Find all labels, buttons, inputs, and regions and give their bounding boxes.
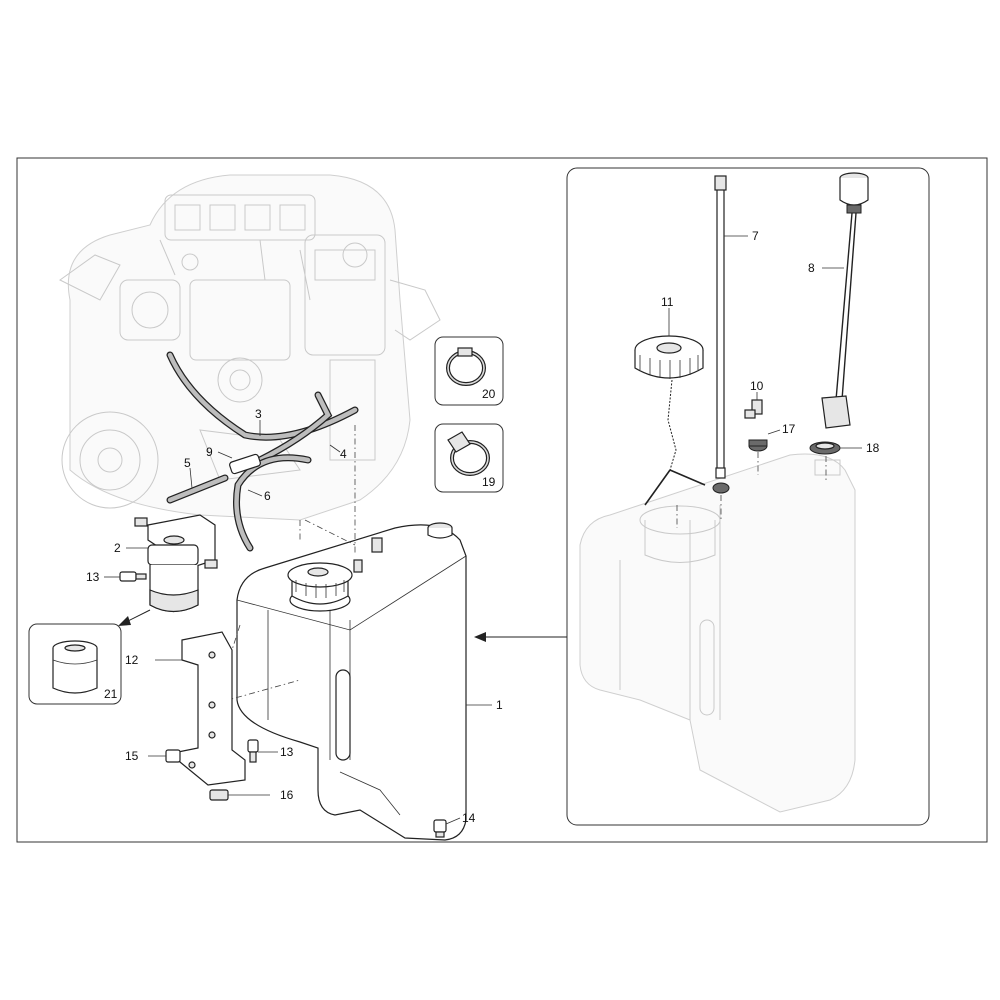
bolt-13-lower xyxy=(247,739,259,763)
callout-7: 7 xyxy=(752,229,759,243)
inset-box-20 xyxy=(434,336,504,406)
engine-ghost-icon xyxy=(59,174,441,521)
fuel-cap-11 xyxy=(634,335,706,506)
bolt-13-upper xyxy=(119,571,147,582)
grommet-small xyxy=(712,482,730,494)
elbow-fitting-10 xyxy=(744,399,763,419)
detail-tank-ghost xyxy=(579,453,856,813)
callout-17: 17 xyxy=(782,422,796,436)
callout-11: 11 xyxy=(661,295,674,309)
filter-element-icon xyxy=(52,640,98,694)
callout-16: 16 xyxy=(280,788,294,802)
detail-panel-frame xyxy=(566,167,930,826)
callout-8: 8 xyxy=(808,261,815,275)
fuel-hose-6 xyxy=(233,454,312,552)
inset-box-21 xyxy=(28,623,122,705)
callout-13a: 13 xyxy=(86,570,100,584)
inset-box-19 xyxy=(434,423,504,493)
callout-21: 21 xyxy=(104,687,118,701)
bolt-15 xyxy=(165,749,181,763)
callout-9: 9 xyxy=(206,445,213,459)
callout-10: 10 xyxy=(750,379,764,393)
callout-3: 3 xyxy=(255,407,262,421)
hose-clamp-icon xyxy=(446,347,486,386)
worm-clamp-icon xyxy=(447,431,490,476)
drain-bolt-14 xyxy=(433,819,447,838)
detail-arrow-icon xyxy=(474,632,567,642)
callout-5: 5 xyxy=(184,456,191,470)
outer-frame xyxy=(16,157,988,843)
fuel-level-sender xyxy=(821,172,869,429)
callout-12: 12 xyxy=(125,653,139,667)
seal-ring-18 xyxy=(809,441,841,455)
callout-19: 19 xyxy=(482,475,496,489)
grommet-17 xyxy=(748,439,768,452)
inline-valve-9 xyxy=(229,453,261,475)
fuel-hose-5 xyxy=(166,474,229,504)
fuel-hose-4 xyxy=(256,391,333,464)
callout-15: 15 xyxy=(125,749,139,763)
callout-1: 1 xyxy=(496,698,503,712)
dipstick-tube xyxy=(714,175,727,479)
callout-13b: 13 xyxy=(280,745,294,759)
fuel-tank-icon xyxy=(236,522,467,841)
callout-18: 18 xyxy=(866,441,880,455)
clip-16 xyxy=(209,789,229,801)
mount-bracket-12 xyxy=(177,631,246,786)
callout-6: 6 xyxy=(264,489,271,503)
filter-arrow xyxy=(118,609,151,626)
callout-2: 2 xyxy=(114,541,121,555)
callout-20: 20 xyxy=(482,387,496,401)
callout-14: 14 xyxy=(462,811,476,825)
fuel-filter-icon xyxy=(134,514,218,613)
callout-4: 4 xyxy=(340,447,347,461)
